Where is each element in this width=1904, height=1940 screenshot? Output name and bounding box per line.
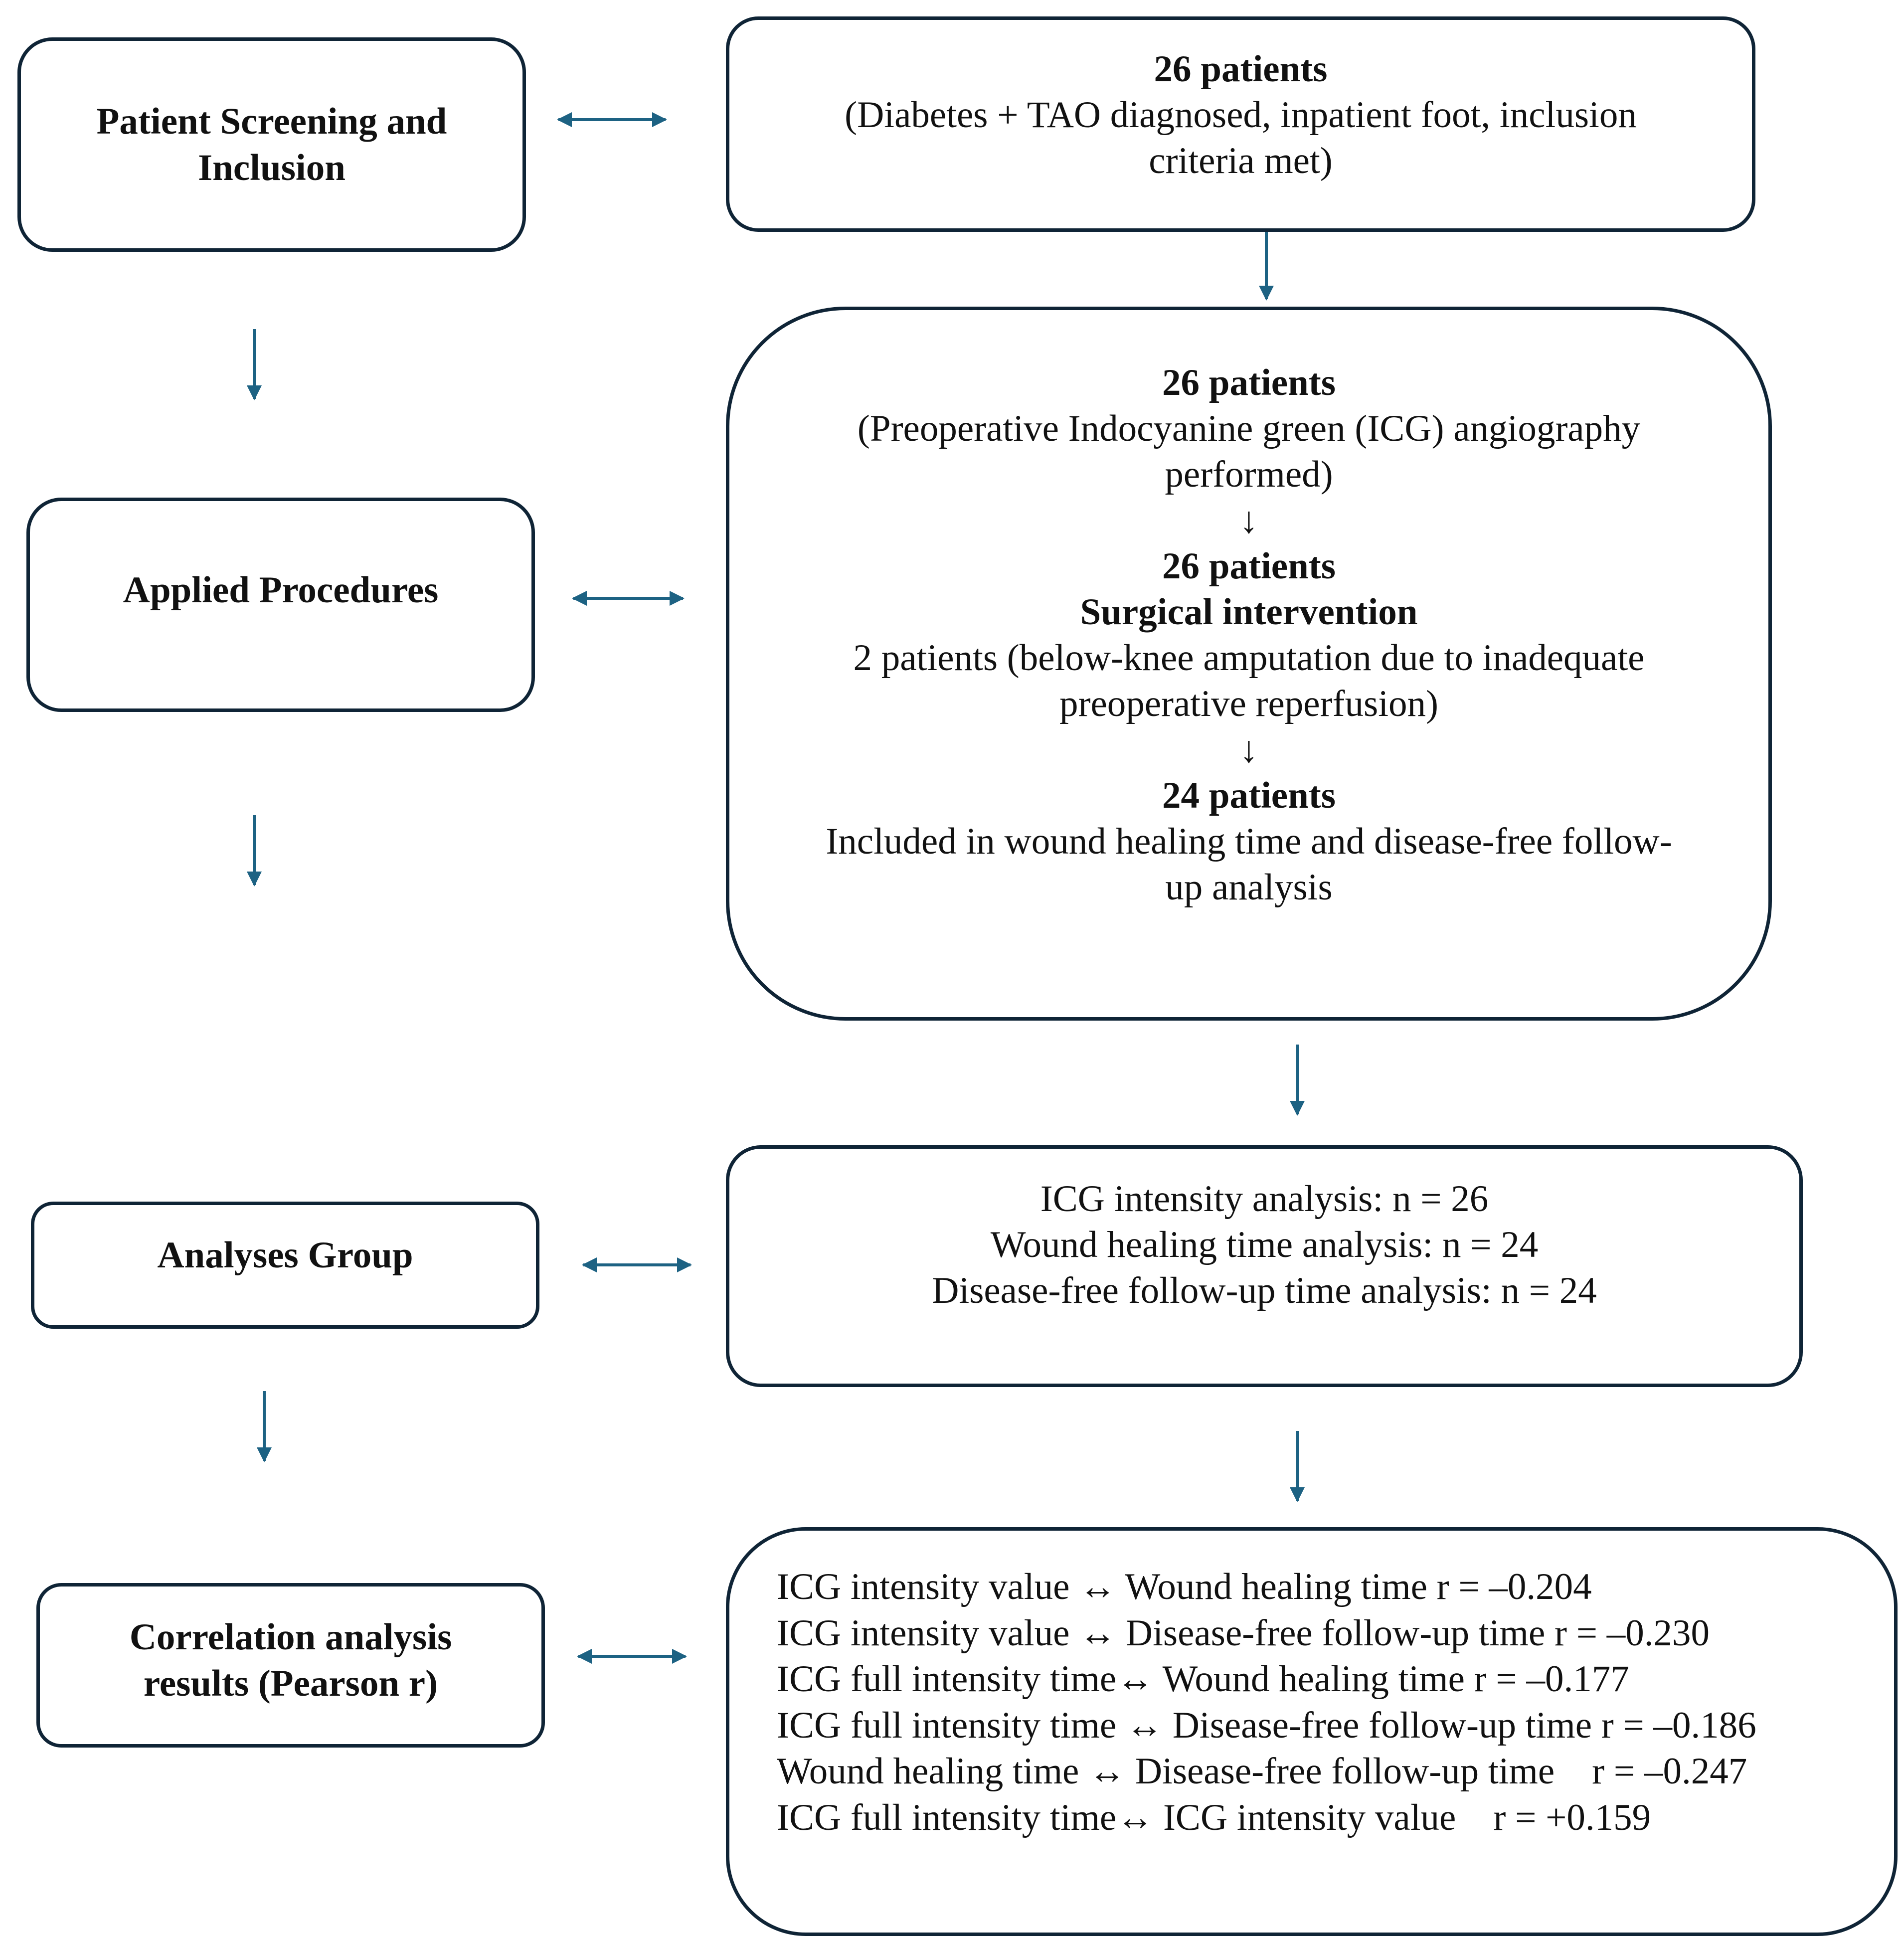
correlation-row: ICG intensity value ↔ Disease-free follo… — [777, 1612, 1710, 1654]
included-count: 24 patients — [1162, 775, 1336, 816]
correlation-results-box: ICG intensity value ↔ Wound healing time… — [726, 1527, 1898, 1936]
step-arrow-icon: ↓ — [1239, 729, 1258, 770]
stage-screening-label-line: Patient Screening and — [96, 101, 447, 142]
stage-analyses-label: Analyses Group — [157, 1235, 413, 1276]
icg-detail-line: performed) — [1165, 454, 1333, 495]
surgery-title: Surgical intervention — [1080, 591, 1418, 633]
screening-detail-line: criteria met) — [1149, 140, 1333, 181]
included-detail-line: up analysis — [1165, 867, 1333, 908]
surgery-detail-line: 2 patients (below-knee amputation due to… — [853, 637, 1645, 679]
step-arrow-icon: ↓ — [1239, 500, 1258, 541]
correlation-row: ICG full intensity time↔ Wound healing t… — [777, 1658, 1629, 1700]
stage-correlation-label-line: Correlation analysis — [129, 1616, 452, 1658]
stage-procedures-label: Applied Procedures — [123, 569, 439, 611]
analysis-line: ICG intensity analysis: n = 26 — [1040, 1178, 1489, 1220]
stage-correlation-label-line: results (Pearson r) — [143, 1663, 438, 1704]
stage-procedures-box: Applied Procedures — [26, 498, 535, 712]
procedures-detail-box: 26 patients (Preoperative Indocyanine gr… — [726, 307, 1772, 1021]
correlation-row: ICG full intensity time ↔ Disease-free f… — [777, 1704, 1756, 1746]
stage-screening-box: Patient Screening and Inclusion — [17, 37, 526, 252]
icg-detail-line: (Preoperative Indocyanine green (ICG) an… — [857, 408, 1641, 449]
analyses-detail-box: ICG intensity analysis: n = 26 Wound hea… — [726, 1145, 1803, 1387]
surgery-detail-line: preoperative reperfusion) — [1059, 683, 1439, 724]
screening-detail-line: (Diabetes + TAO diagnosed, inpatient foo… — [845, 94, 1637, 136]
icg-count: 26 patients — [1162, 362, 1336, 403]
stage-analyses-box: Analyses Group — [31, 1202, 539, 1329]
stage-correlation-box: Correlation analysis results (Pearson r) — [36, 1583, 545, 1748]
screening-detail-box: 26 patients (Diabetes + TAO diagnosed, i… — [726, 16, 1755, 232]
analysis-line: Wound healing time analysis: n = 24 — [990, 1224, 1539, 1265]
correlation-row: ICG full intensity time↔ ICG intensity v… — [777, 1796, 1651, 1838]
stage-screening-label-line: Inclusion — [198, 147, 346, 188]
screening-count: 26 patients — [1154, 48, 1328, 90]
included-detail-line: Included in wound healing time and disea… — [826, 821, 1672, 862]
surgery-count: 26 patients — [1162, 545, 1336, 587]
correlation-row: Wound healing time ↔ Disease-free follow… — [777, 1751, 1747, 1792]
analysis-line: Disease-free follow-up time analysis: n … — [932, 1270, 1597, 1311]
correlation-row: ICG intensity value ↔ Wound healing time… — [777, 1566, 1592, 1607]
